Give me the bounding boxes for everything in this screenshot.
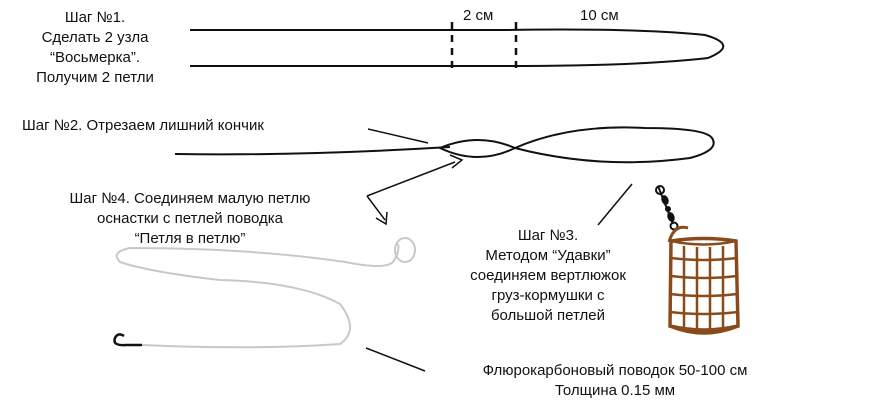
swivel-icon: [655, 185, 679, 231]
step1-line-1: Шаг №1.: [65, 9, 125, 26]
step2-small-loop: [437, 139, 518, 158]
step1-doubled-line: [190, 28, 725, 67]
dim-10cm-label: 10 см: [580, 7, 619, 24]
step2-label: Шаг №2. Отрезаем лишний кончик: [22, 117, 264, 134]
hook-icon: [113, 333, 142, 347]
step2-pointer: [367, 128, 429, 144]
leader-line: [115, 243, 400, 349]
leader-line-1: Флюрокарбоновый поводок 50-100 см: [483, 362, 748, 379]
step1-line-2: Сделать 2 узла: [42, 29, 150, 46]
step3-line-5: большой петлей: [491, 307, 605, 324]
step4-arrow-branch: [366, 195, 386, 221]
step3-line-1: Шаг №3.: [518, 227, 578, 244]
leader-pointer: [365, 347, 426, 372]
step1-line-4: Получим 2 петли: [36, 69, 154, 86]
step4-line-3: “Петля в петлю”: [135, 230, 246, 247]
leader-loop: [394, 237, 416, 263]
dim-2cm-label: 2 см: [463, 7, 493, 24]
step4-line-2: оснастки с петлей поводка: [97, 210, 284, 227]
step3-line-3: соединяем вертлюжок: [470, 267, 626, 284]
step4-line-1: Шаг №4. Соединяем малую петлю: [70, 190, 311, 207]
feeder-icon: [667, 225, 740, 335]
step1-line-3: “Восьмерка”.: [50, 49, 140, 66]
step4-arrow-head-upper: [449, 154, 464, 169]
step4-arrow-head-lower: [375, 211, 388, 226]
step2-large-loop: [514, 126, 715, 164]
step3-pointer: [597, 183, 633, 226]
step4-arrow-shaft: [366, 161, 456, 197]
step3-line-2: Методом “Удавки”: [485, 247, 610, 264]
leader-line-2: Толщина 0.15 мм: [555, 382, 675, 399]
step2-main-line: [174, 146, 451, 156]
step3-line-4: груз-кормушки с: [491, 287, 605, 304]
